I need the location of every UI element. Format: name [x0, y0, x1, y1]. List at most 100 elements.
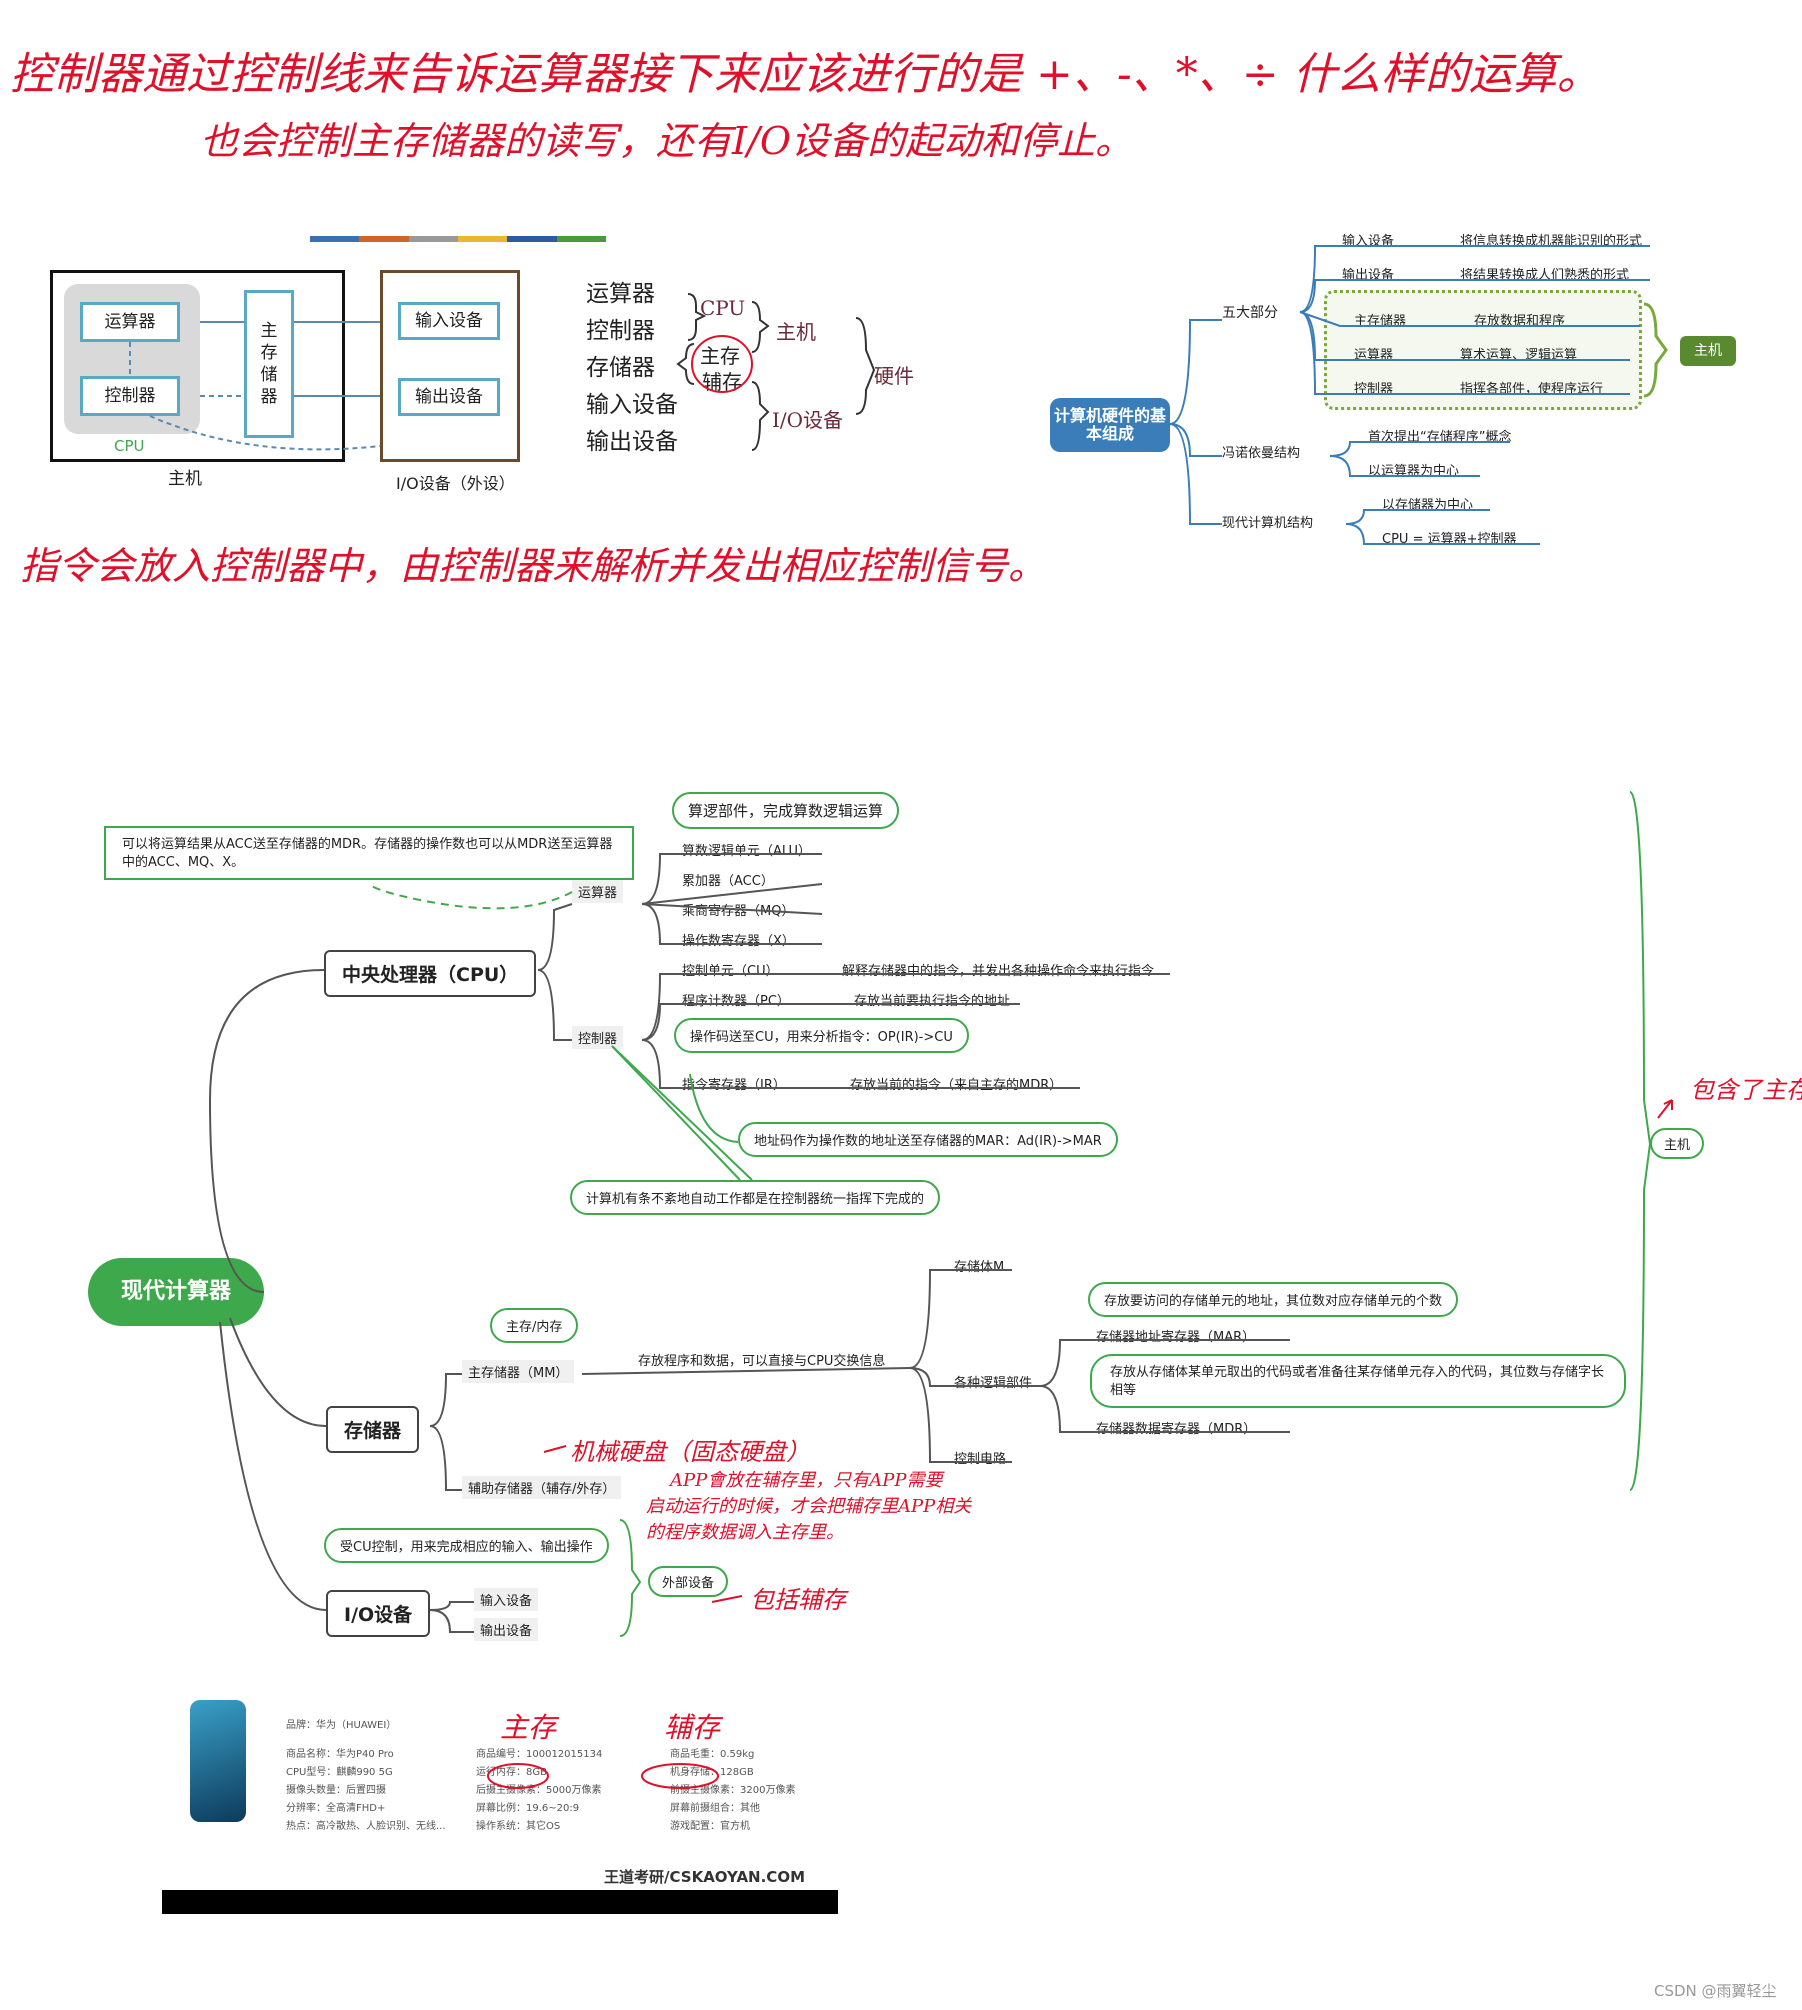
alu-note-callout: 可以将运算结果从ACC送至存储器的MDR。存储器的操作数也可以从MDR送至运算器… — [104, 826, 634, 880]
footer-credit: CSDN @雨翼轻尘 — [1654, 1982, 1777, 2000]
mm1-row-desc: 算术运算、逻辑运算 — [1460, 348, 1578, 363]
root-to-memory — [229, 1317, 327, 1427]
brace-memory — [676, 343, 695, 385]
cu-item-desc: 存放当前的指令（来自主存的MDR） — [850, 1078, 1063, 1093]
hand-arrow-disk — [543, 1445, 567, 1453]
hand-note-disk: 机械硬盘（固态硬盘） — [570, 1438, 810, 1466]
spec-line: CPU型号：麒麟990 5G — [286, 1767, 393, 1778]
host-label: 主机 — [168, 469, 202, 489]
mem-char: 储 — [260, 365, 278, 385]
input-device-box: 输入设备 — [398, 302, 500, 340]
mdr-callout: 存放从存储体某单元取出的代码或者准备往某存储单元存入的代码，其位数与存储字长相等 — [1090, 1354, 1626, 1408]
spec-line: 摄像头数量：后置四摄 — [286, 1785, 386, 1796]
spec-line: 商品编号：100012015134 — [476, 1749, 603, 1760]
phone-image — [190, 1700, 246, 1822]
io-link — [429, 1601, 474, 1611]
modern-structure-label: 现代计算机结构 — [1222, 516, 1314, 531]
modern-item: 以存储器为中心 — [1382, 498, 1474, 513]
handwritten-note-instructions: 指令会放入控制器中，由控制器来解析并发出相应控制信号。 — [20, 544, 1047, 588]
black-bar — [162, 1890, 838, 1914]
hand-aux-memory: 辅存 — [664, 1711, 721, 1744]
von-neumann-label: 冯诺依曼结构 — [1222, 446, 1301, 461]
spec-line: 运行内存：8GB — [476, 1767, 547, 1778]
brace-io — [751, 381, 770, 451]
phone-col2: 商品编号：100012015134 运行内存：8GB 后摄主摄像素：5000万像… — [476, 1746, 602, 1836]
mm-callout: 主存/内存 — [490, 1308, 579, 1343]
hand-note-app: 的程序数据调入主存里。 — [646, 1522, 844, 1543]
ext-brace — [619, 1519, 642, 1637]
cpu-to-cu — [537, 969, 572, 1041]
mem-to-mm — [429, 1373, 462, 1427]
cpu-node: 中央处理器（CPU） — [324, 950, 537, 997]
handwritten-note-controller: 控制器通过控制线来告诉运算器接下来应该进行的是 +、-、*、÷ 什么样的运算。 — [10, 49, 1601, 100]
cpu-to-alu — [537, 903, 573, 971]
five-parts-label: 五大部分 — [1222, 305, 1278, 321]
hw-list: 运算器 控制器 存储器 输入设备 输出设备 — [586, 276, 678, 461]
von-item: 以运算器为中心 — [1368, 464, 1460, 479]
memory-node: 存储器 — [326, 1406, 420, 1453]
cu-tag: 控制器 — [572, 1026, 624, 1049]
alu-box: 运算器 — [80, 302, 180, 342]
hand-note-host: 包含了主存 — [1690, 1076, 1802, 1104]
hw-host-label: 主机 — [776, 320, 816, 344]
mem-char: 存 — [260, 343, 278, 363]
mm-part: 各种逻辑部件 — [954, 1376, 1033, 1391]
mem-char: 主 — [260, 321, 278, 341]
hw-item: 控制器 — [586, 318, 655, 344]
alu-tag: 运算器 — [572, 880, 624, 903]
spec-line: 热点：高冷散热、人脸识别、无线... — [286, 1821, 446, 1832]
mm1-row-name: 主存储器 — [1354, 314, 1407, 329]
mindmap2-root: 现代计算器 — [88, 1258, 264, 1326]
mm1-row-name: 运算器 — [1354, 348, 1394, 363]
auto-link — [611, 1045, 753, 1181]
brace-host — [751, 301, 770, 353]
io-callout: 受CU控制，用来完成相应的输入、输出操作 — [324, 1528, 609, 1563]
color-strip — [310, 236, 606, 242]
phone-brand: 品牌：华为（HUAWEI） — [286, 1720, 397, 1731]
hw-item: 存储器 — [586, 355, 655, 381]
mar-label: 存储器地址寄存器（MAR） — [1096, 1330, 1256, 1345]
mm-part-link — [909, 1269, 1012, 1369]
io-frame — [380, 270, 520, 462]
host-frame — [50, 270, 345, 462]
spec-line: 操作系统：其它OS — [476, 1821, 561, 1832]
hand-note-app: APP會放在辅存里，只有APP需要 — [670, 1470, 943, 1491]
hw-aux-mem: 辅存 — [702, 370, 742, 394]
auto-callout: 计算机有条不紊地自动工作都是在控制器统一指挥下完成的 — [570, 1180, 941, 1215]
hand-note-app: 启动运行的时候，才会把辅存里APP相关 — [646, 1496, 972, 1517]
io-node: I/O设备 — [326, 1590, 431, 1637]
von-item: 首次提出“存储程序”概念 — [1368, 430, 1512, 445]
spec-line: 屏幕比例：19.6~20:9 — [476, 1803, 580, 1814]
mem-to-aux — [429, 1425, 462, 1491]
brace-hardware — [855, 317, 876, 415]
output-device-box: 输出设备 — [398, 378, 500, 416]
mm-part: 控制电路 — [954, 1452, 1007, 1467]
alu-item: 操作数寄存器（X） — [682, 934, 795, 949]
alu-note-link — [367, 883, 573, 910]
spec-line: 机身存储：128GB — [670, 1767, 754, 1778]
cu-item-desc: 存放当前要执行指令的地址 — [854, 994, 1011, 1009]
mm1-row-desc: 将信息转换成机器能识别的形式 — [1460, 234, 1643, 249]
mm1-link — [1169, 423, 1222, 457]
mm1-row-name: 输入设备 — [1342, 234, 1395, 249]
mem-char: 器 — [260, 387, 278, 407]
spec-line: 商品名称：华为P40 Pro — [286, 1749, 394, 1760]
mm1-row-desc: 存放数据和程序 — [1474, 314, 1566, 329]
hw-item: 运算器 — [586, 281, 655, 307]
cu-item-name: 程序计数器（PC） — [682, 994, 790, 1009]
spec-line: 后摄主摄像素：5000万像素 — [476, 1785, 602, 1796]
hw-main-mem: 主存 — [700, 344, 740, 368]
modern-item: CPU = 运算器+控制器 — [1382, 532, 1517, 547]
spec-line: 商品毛重：0.59kg — [670, 1749, 755, 1760]
phone-col3: 商品毛重：0.59kg 机身存储：128GB 前摄主摄像素：3200万像素 屏幕… — [670, 1746, 795, 1836]
alu-item: 累加器（ACC） — [682, 874, 774, 889]
mm1-row-name: 控制器 — [1354, 382, 1394, 397]
mm1-link — [1169, 423, 1222, 525]
spec-line: 屏幕前摄组合：其他 — [670, 1803, 760, 1814]
cu-box: 控制器 — [80, 376, 180, 416]
handwritten-note-memory-io: 也会控制主存储器的读写，还有I/O设备的起动和停止。 — [200, 119, 1133, 163]
aux-tag: 辅助存储器（辅存/外存） — [462, 1476, 622, 1499]
hw-hardware-label: 硬件 — [874, 364, 914, 388]
hw-io-label: I/O设备 — [772, 408, 844, 432]
mm1-row-desc: 将结果转换成人们熟悉的形式 — [1460, 268, 1630, 283]
